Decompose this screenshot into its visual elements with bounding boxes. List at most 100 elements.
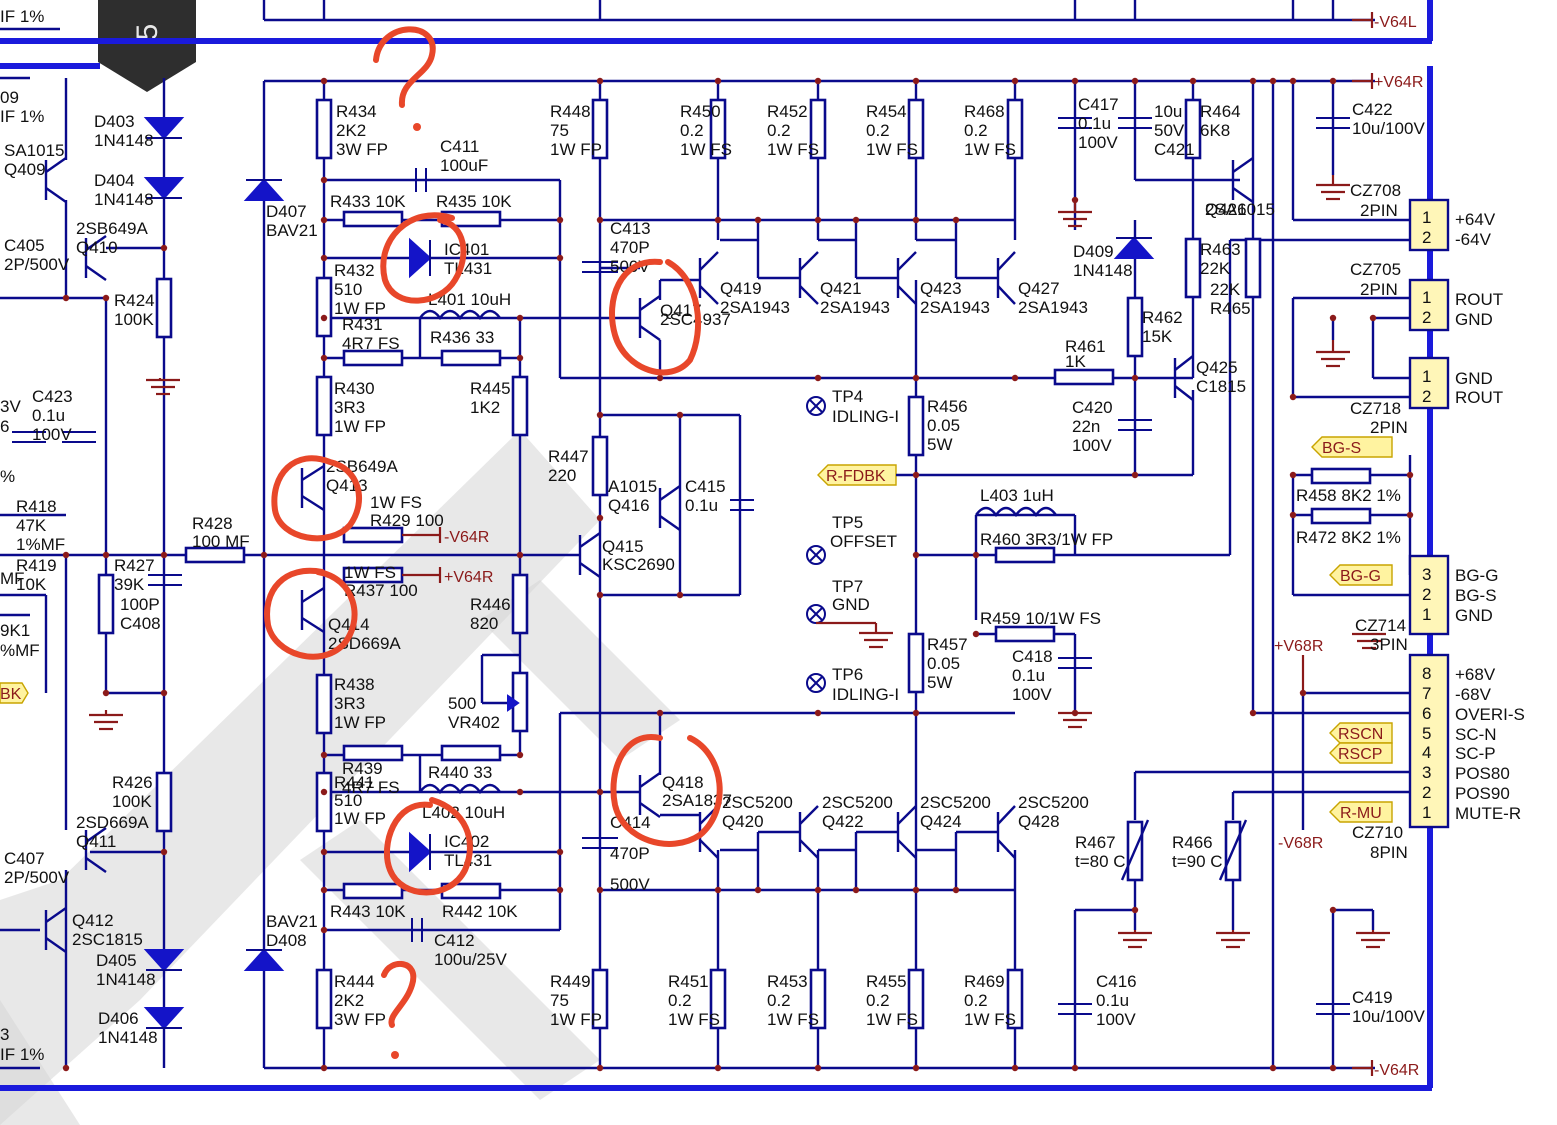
net-flag-r-mu[interactable]: R-MU [1329, 801, 1393, 823]
junction-dot [1299, 689, 1307, 697]
c423-label: C423 [32, 387, 73, 406]
thermistor-marks [1120, 819, 1248, 881]
junction-dot [714, 216, 722, 224]
r436-label: R436 33 [430, 328, 494, 347]
q414-label: Q414 [328, 615, 370, 634]
r424-label: R424 [114, 291, 155, 310]
net-flag-rscn[interactable]: RSCN [1329, 722, 1393, 744]
junction-dot [596, 77, 604, 85]
r466-label: t=90 C [1172, 852, 1223, 871]
net-flag-bk[interactable]: BK [0, 682, 29, 704]
c423-label: 100V [32, 425, 72, 444]
svg-text:TP7: TP7 [832, 577, 863, 596]
q411-label: 2SD669A [76, 813, 149, 832]
svg-text:R-MU: R-MU [1340, 805, 1382, 822]
net-flag-bg-s[interactable]: BG-S [1311, 436, 1393, 458]
q425-label: C1815 [1196, 377, 1246, 396]
left-edge-label: IF 1% [0, 1045, 44, 1064]
svg-text:2: 2 [1422, 228, 1431, 247]
r469-label: R469 [964, 972, 1005, 991]
test-point-markers [806, 396, 826, 693]
svg-text:1: 1 [1422, 288, 1431, 307]
q420-label: 2SC5200 [722, 793, 793, 812]
svg-text:+64V: +64V [1455, 210, 1496, 229]
d409-label: 1N4148 [1073, 261, 1133, 280]
c414-label: 470P [610, 844, 650, 863]
svg-text:1: 1 [1422, 208, 1431, 227]
left-edge-label: %MF [0, 641, 40, 660]
c416-label: 0.1u [1096, 991, 1129, 1010]
r468-label: 0.2 [964, 121, 988, 140]
r456-label: 0.05 [927, 416, 960, 435]
tp4-marker [806, 396, 826, 416]
junction-dot [1289, 77, 1297, 85]
junction-dot [516, 551, 524, 559]
r467-label: t=80 C [1075, 852, 1126, 871]
c422-label: C422 [1352, 100, 1393, 119]
power-flag-v64r-top: +V64R [1352, 73, 1423, 91]
svg-text:R-FDBK: R-FDBK [826, 468, 886, 485]
svg-text:BK: BK [0, 686, 22, 703]
annotation-circle-q413 [271, 455, 362, 542]
left-edge-label: 3V [0, 397, 21, 416]
net-flag-rscp[interactable]: RSCP [1329, 742, 1393, 764]
junction-dot [656, 709, 664, 717]
r448-label: 1W FP [550, 140, 602, 159]
junction-dot [62, 294, 70, 302]
r451-label: 1W FS [668, 1010, 720, 1029]
net-flag-r-fdbk[interactable]: R-FDBK [817, 464, 916, 486]
svg-text:4: 4 [1422, 743, 1431, 762]
q428-label: 2SC5200 [1018, 793, 1089, 812]
junction-dot [912, 471, 920, 479]
c416-label: C416 [1096, 972, 1137, 991]
net-flag-bg-g[interactable]: BG-G [1329, 564, 1393, 586]
r430-label: 1W FP [334, 417, 386, 436]
ic402-label: IC402 [444, 832, 489, 851]
junction-dot [516, 314, 524, 322]
svg-text:CZ718: CZ718 [1350, 399, 1401, 418]
tp5-marker [806, 545, 826, 565]
junction-dot [516, 354, 524, 362]
r453-label: R453 [767, 972, 808, 991]
svg-text:IDLING-I: IDLING-I [832, 407, 899, 426]
r453-label: 0.2 [767, 991, 791, 1010]
junction-dot [260, 551, 268, 559]
junction-dot [912, 77, 920, 85]
q410-label: 2SB649A [76, 219, 148, 238]
junction-dot [952, 886, 960, 894]
output-stage-wiring [600, 220, 998, 890]
r461-label: 1K [1065, 352, 1086, 371]
svg-text:GND: GND [1455, 606, 1493, 625]
r454-label: 0.2 [866, 121, 890, 140]
r472-label: R472 8K2 1% [1296, 528, 1401, 547]
c407-label: 2P/500V [4, 868, 70, 887]
junction-dot [556, 216, 564, 224]
svg-text:8: 8 [1422, 664, 1431, 683]
r432-label: R432 [334, 261, 375, 280]
junction-dot [102, 551, 110, 559]
junction-dot [320, 886, 328, 894]
d407-label: BAV21 [266, 221, 318, 240]
q418-label: 2SA1837 [662, 791, 732, 810]
r460-label: R460 3R3/1W FP [980, 530, 1113, 549]
svg-text:TP4: TP4 [832, 387, 863, 406]
q424-label: 2SC5200 [920, 793, 991, 812]
page-tab[interactable]: 5 [98, 0, 196, 92]
r418-label: 1%MF [16, 535, 65, 554]
d406-label: D406 [98, 1009, 139, 1028]
svg-text:BG-G: BG-G [1340, 568, 1381, 585]
junction-dot [320, 926, 328, 934]
r464-label: R464 [1200, 102, 1241, 121]
junction-dot [596, 411, 604, 419]
junction-dot [1406, 471, 1414, 479]
r434-label: 3W FP [336, 140, 388, 159]
junction-dot [714, 886, 722, 894]
r455-label: R455 [866, 972, 907, 991]
junction-dot [1329, 77, 1337, 85]
r418-label: R418 [16, 497, 57, 516]
c418-label: C418 [1012, 647, 1053, 666]
c419-label: 10u/100V [1352, 1007, 1425, 1026]
junction-dot [320, 354, 328, 362]
r431-label: 4R7 FS [342, 334, 400, 353]
c422-label: 10u/100V [1352, 119, 1425, 138]
